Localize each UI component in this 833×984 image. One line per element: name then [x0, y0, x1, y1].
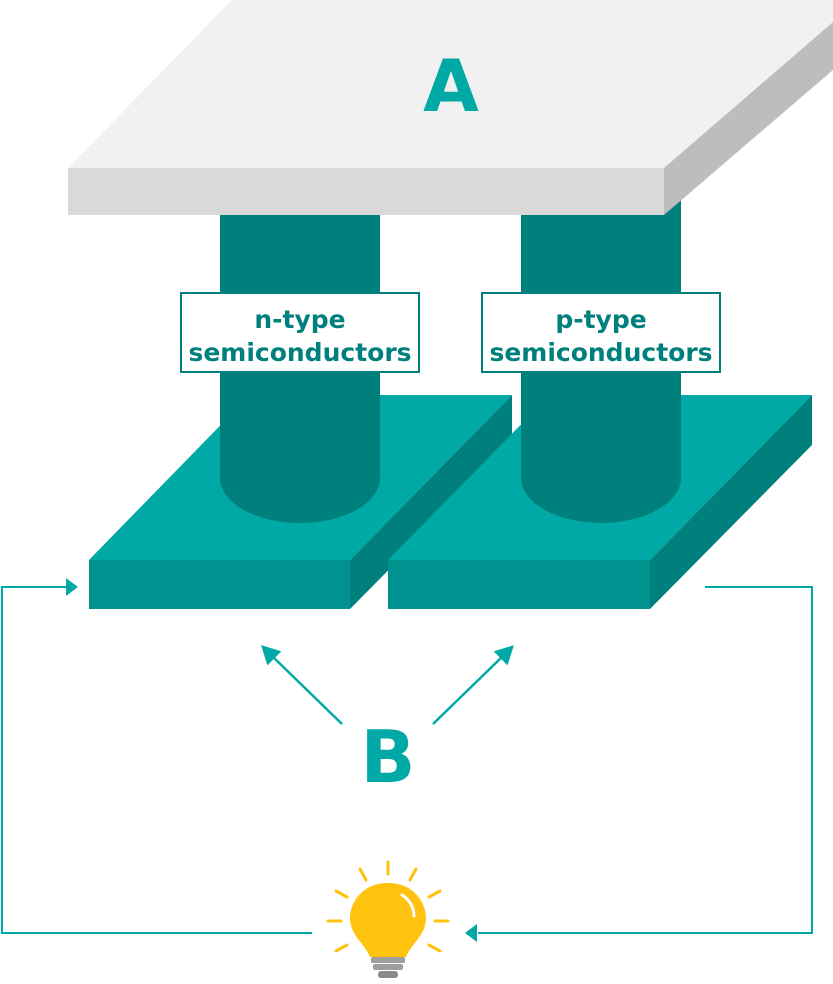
p-type-label-box: p-type semiconductors: [481, 292, 721, 373]
p-type-label-line2: semiconductors: [489, 338, 712, 367]
light-bulb-icon: [326, 860, 450, 978]
n-type-label-line1: n-type: [254, 305, 345, 334]
circuit-wire: [1, 586, 813, 934]
label-a: A: [423, 44, 479, 128]
n-type-label-line2: semiconductors: [188, 338, 411, 367]
top-plate: [68, 0, 833, 215]
arrow-icon: [66, 578, 78, 596]
arrow-icon: [261, 645, 343, 725]
n-type-label-box: n-type semiconductors: [180, 292, 420, 373]
label-b: B: [361, 715, 416, 799]
p-type-label-line1: p-type: [555, 305, 646, 334]
arrow-icon: [465, 924, 477, 942]
arrow-icon: [432, 645, 514, 725]
